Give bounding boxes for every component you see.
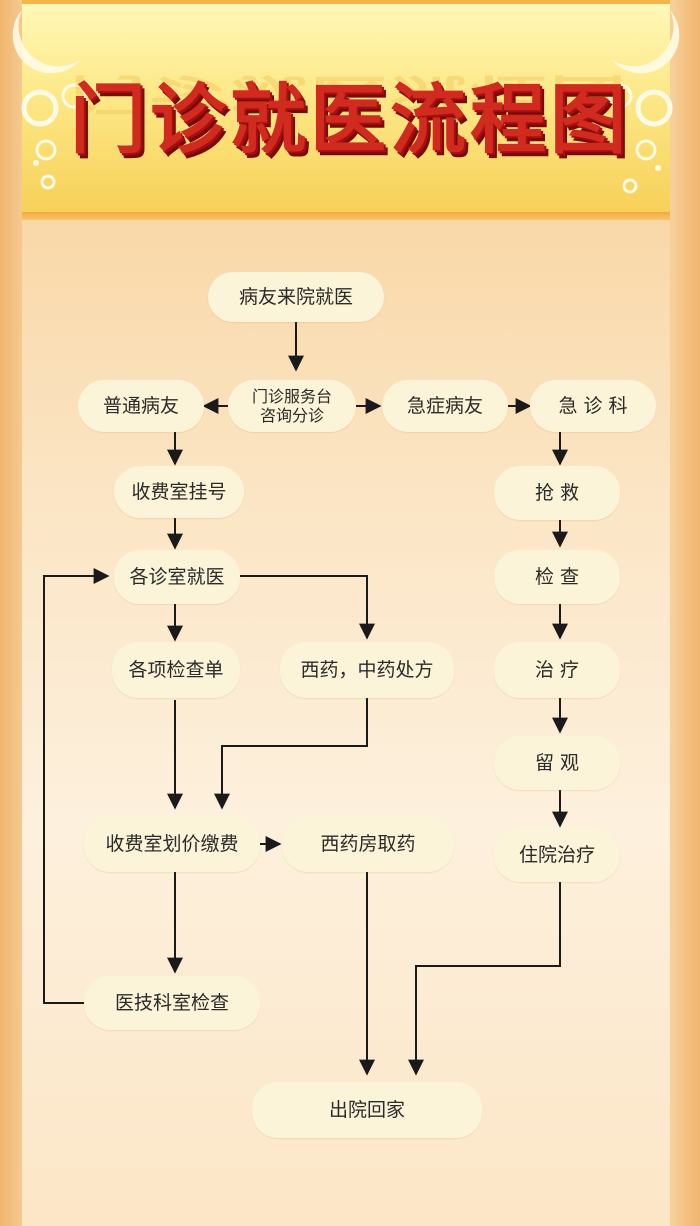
node-rescue: 抢 救 [494, 466, 620, 520]
node-start: 病友来院就医 [208, 272, 384, 322]
page-title: 门诊就医流程图 [70, 75, 630, 164]
node-pharmacy: 西药房取药 [282, 816, 454, 872]
node-hospitalize: 住院治疗 [494, 828, 620, 882]
node-emergency-dept: 急 诊 科 [530, 380, 656, 432]
arrow-tech-loop-to-clinic [43, 568, 110, 1004]
banner-band [22, 212, 670, 222]
node-observe: 留 观 [494, 736, 620, 790]
node-clinic: 各诊室就医 [114, 550, 240, 604]
node-payment: 收费室划价缴费 [84, 816, 260, 872]
node-service-desk: 门诊服务台 咨询分诊 [228, 380, 356, 432]
node-discharge: 出院回家 [252, 1082, 482, 1138]
node-tests: 各项检查单 [112, 642, 240, 698]
node-registration: 收费室挂号 [114, 466, 244, 518]
node-tech-exam: 医技科室检查 [84, 976, 260, 1030]
arrow-prescription-to-pay [214, 698, 368, 810]
arrow-hospitalize-to-discharge [408, 882, 561, 1076]
node-general-patient: 普通病友 [78, 380, 204, 432]
node-prescription: 西药，中药处方 [280, 642, 454, 698]
node-treat: 治 疗 [494, 642, 620, 698]
node-check: 检 查 [494, 550, 620, 604]
node-emergency-patient: 急症病友 [382, 380, 508, 432]
arrow-clinic-to-prescription [240, 575, 375, 640]
banner-decoration [12, 10, 680, 194]
title-banner [22, 0, 670, 220]
